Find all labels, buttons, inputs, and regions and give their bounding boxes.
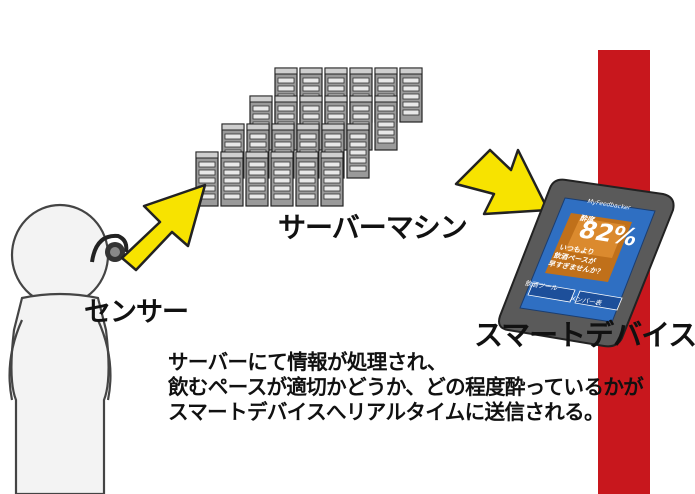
description-caption: サーバーにて情報が処理され、 飲むペースが適切かどうか、どの程度酔っているかが … [168, 350, 644, 425]
server-racks [196, 68, 422, 206]
arrow-server-to-device [454, 148, 550, 216]
smartphone [498, 178, 675, 348]
phone-button-right[interactable]: メンバー表 [567, 294, 604, 308]
caption-line-3: スマートデバイスへリアルタイムに送信される。 [168, 400, 605, 424]
phone-button-left[interactable]: 飲酒ツール [523, 279, 560, 293]
arrow-sensor-to-server [120, 183, 207, 272]
caption-line-2: 飲むペースが適切かどうか、どの程度酔っているかが [168, 375, 644, 399]
server-label: サーバーマシン [278, 211, 468, 244]
headset-sensor-icon [90, 233, 129, 263]
device-label: スマートデバイス [474, 318, 695, 352]
caption-line-1: サーバーにて情報が処理され、 [168, 350, 447, 374]
sensor-label: センサー [84, 297, 189, 328]
phone-app-title: MyFeedbacker [586, 198, 632, 212]
